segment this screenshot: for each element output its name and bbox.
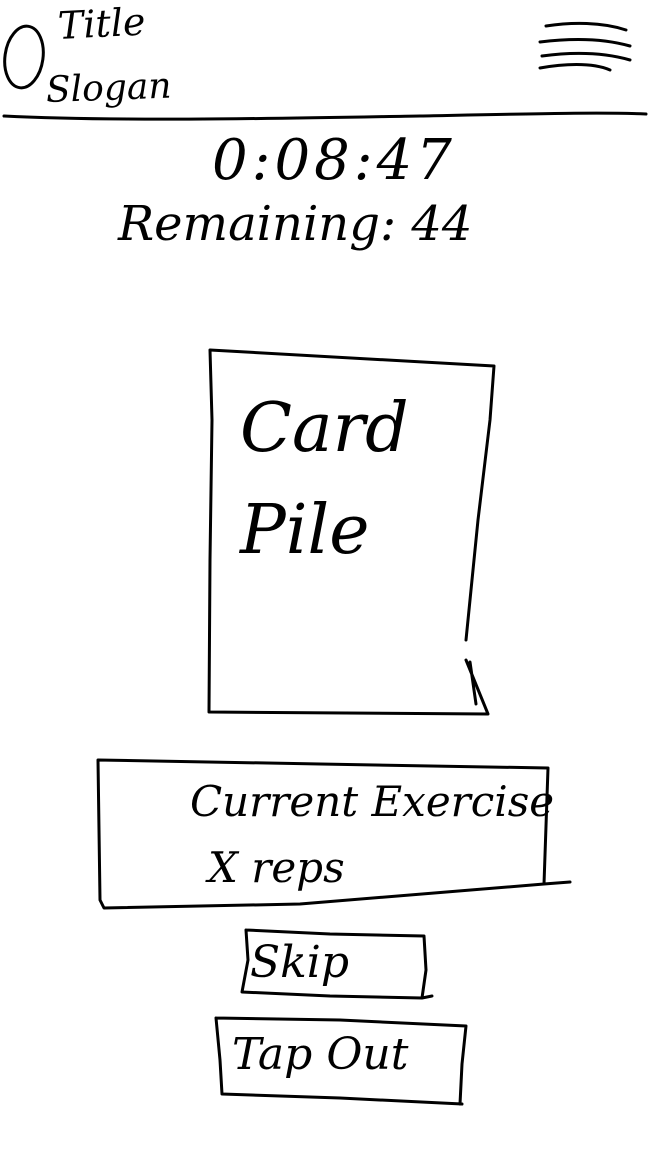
- remaining-count: Remaining: 44: [118, 196, 473, 252]
- skip-button[interactable]: Skip: [242, 934, 430, 998]
- app-slogan: Slogan: [45, 65, 173, 111]
- current-exercise-reps: X reps: [208, 843, 345, 892]
- current-exercise-panel: Current Exercise X reps: [98, 760, 554, 906]
- app-title: Title: [56, 0, 147, 48]
- card-pile-label: Card Pile: [240, 389, 409, 570]
- skip-button-label: Skip: [250, 937, 350, 988]
- circle-logo-icon: [3, 24, 45, 90]
- header-divider: [2, 111, 648, 121]
- card-pile[interactable]: Card Pile: [208, 352, 492, 712]
- tap-out-button-label: Tap Out: [232, 1029, 409, 1080]
- current-exercise-name: Current Exercise: [190, 777, 555, 826]
- hamburger-menu-icon[interactable]: [532, 16, 636, 80]
- elapsed-timer: 0:08:47: [212, 128, 456, 193]
- tap-out-button[interactable]: Tap Out: [216, 1018, 466, 1106]
